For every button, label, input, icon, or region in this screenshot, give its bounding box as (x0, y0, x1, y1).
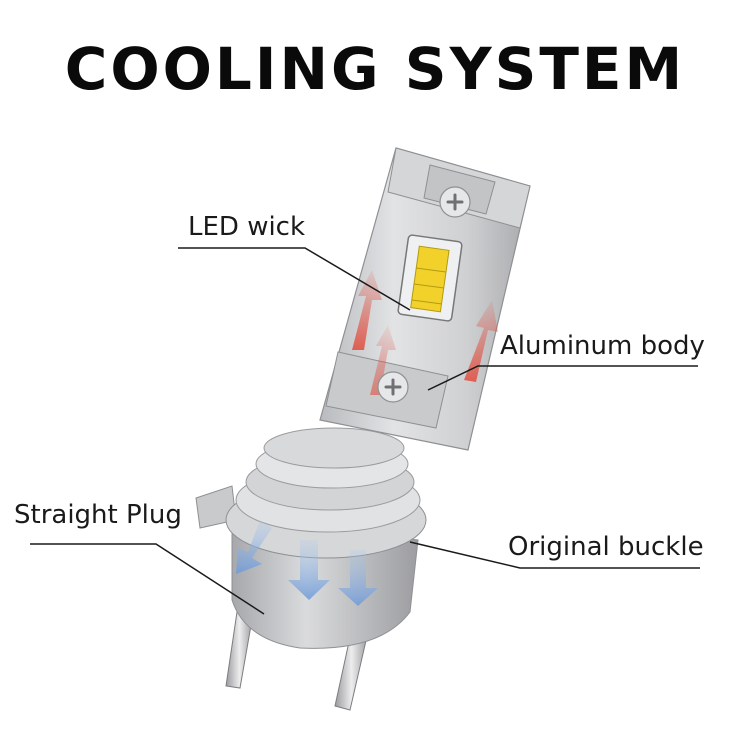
leader-straight-plug (30, 543, 265, 615)
callout-aluminum-body: Aluminum body (500, 331, 705, 361)
led-chip (397, 234, 463, 322)
leader-led-wick (178, 247, 411, 311)
callout-original-buckle: Original buckle (508, 532, 704, 562)
leader-aluminum-body (427, 365, 698, 391)
callout-led-wick: LED wick (188, 212, 306, 242)
screw-bottom (377, 371, 409, 403)
airflow-arrows (236, 520, 378, 606)
page-title: COOLING SYSTEM (64, 35, 686, 103)
screw-top (439, 186, 471, 218)
heat-arrows (352, 270, 498, 395)
callout-straight-plug: Straight Plug (14, 500, 182, 530)
leader-original-buckle (409, 541, 700, 569)
plug-base (195, 427, 427, 649)
leader-lines (30, 247, 700, 615)
